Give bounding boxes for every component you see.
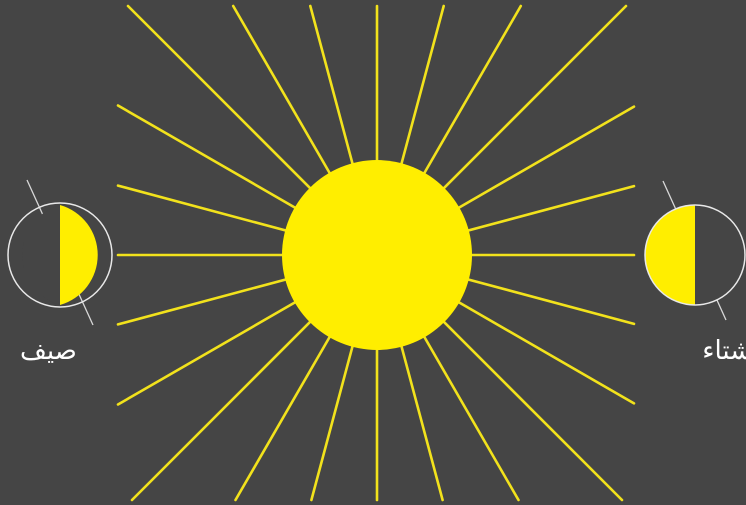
sun-ray: [432, 310, 622, 500]
sun-ray: [236, 323, 339, 501]
earth-winter: [645, 181, 745, 320]
winter-label: شتاء: [702, 336, 746, 366]
earth-summer: [8, 180, 112, 325]
sun-ray: [118, 294, 310, 405]
sun-ray: [445, 107, 635, 216]
sun-ray: [452, 275, 634, 324]
sun-ray: [445, 294, 635, 403]
earth-summer-lit-half: [60, 205, 98, 305]
sun-ray: [432, 6, 626, 200]
sun-ray: [118, 106, 310, 217]
sun-ray: [416, 323, 519, 501]
sun-ray: [132, 310, 322, 500]
sun-ray: [118, 186, 302, 235]
earth-winter-lit-half: [645, 205, 695, 305]
sun: [282, 160, 472, 350]
sun-ray: [128, 6, 322, 200]
summer-label: صيف: [20, 336, 77, 366]
sun-ray: [233, 6, 338, 188]
earth-winter-dark-half: [695, 205, 745, 305]
earth-summer-dark-half: [22, 205, 60, 305]
sun-ray: [452, 186, 634, 235]
sun-ray: [118, 275, 302, 324]
sun-ray: [416, 6, 521, 188]
